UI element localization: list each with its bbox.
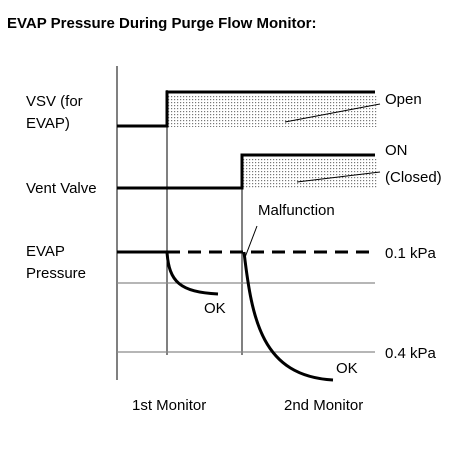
vent-valve-closed-hatch [242, 158, 377, 188]
malfunction-label: Malfunction [258, 202, 335, 219]
vsv-label-line1: VSV (for [26, 93, 83, 110]
first-ok-label: OK [204, 300, 226, 317]
first-monitor-label: 1st Monitor [132, 397, 206, 414]
vsv-state-label: Open [385, 91, 422, 108]
vent-valve-signal-line [117, 153, 375, 190]
evap-pressure-label-line1: EVAP [26, 243, 65, 260]
second-monitor-ok-curve [242, 251, 334, 382]
vsv-label-line2: EVAP) [26, 115, 70, 132]
second-monitor-label: 2nd Monitor [284, 397, 363, 414]
vent-valve-label: Vent Valve [26, 180, 97, 197]
pressure-level-lower: 0.4 kPa [385, 345, 437, 362]
evap-pressure-label-line2: Pressure [26, 265, 86, 282]
vent-valve-closed-leader [296, 171, 381, 183]
vsv-open-leader [284, 103, 381, 123]
second-ok-label: OK [336, 360, 358, 377]
vent-valve-state-line2: (Closed) [385, 169, 442, 186]
pressure-level-upper: 0.1 kPa [385, 245, 437, 262]
vent-valve-state-line1: ON [385, 142, 408, 159]
malfunction-leader [243, 225, 258, 261]
first-monitor-ok-curve [165, 251, 219, 296]
vsv-signal-line [117, 90, 375, 128]
diagram-title: EVAP Pressure During Purge Flow Monitor: [7, 15, 317, 32]
